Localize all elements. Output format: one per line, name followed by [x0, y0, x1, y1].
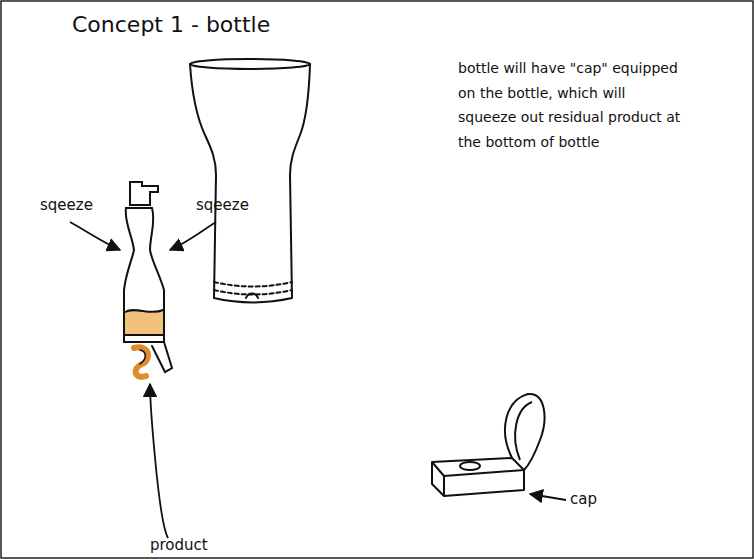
squeeze-arrow [170, 222, 216, 250]
product-arrow [150, 384, 168, 538]
cap-edge [443, 476, 445, 496]
sketch-title: Concept 1 - bottle [72, 12, 270, 38]
cap-base [432, 462, 524, 496]
residual-product [125, 310, 163, 335]
cap-line [214, 282, 292, 287]
large-bottle [190, 59, 310, 303]
cap-arrow [530, 494, 566, 500]
squeeze-arrow [70, 222, 120, 250]
product-level [125, 310, 163, 312]
cap-lid [505, 394, 544, 470]
design-note: bottle will have "cap" equipped on the b… [458, 56, 688, 154]
bottle-body [190, 64, 310, 303]
cap-label: cap [570, 490, 630, 508]
product-label: product [150, 536, 240, 554]
bottom-cap [124, 335, 164, 342]
open-flap [152, 342, 172, 372]
product-drip [134, 347, 148, 376]
product-drip [140, 350, 145, 364]
cap-top-face [432, 458, 524, 476]
cap-lid-inner [515, 402, 532, 460]
cap-illustration [432, 394, 544, 496]
bottle-rim [190, 59, 310, 69]
squeezed-bottle [124, 182, 172, 377]
bottle-top-cap [130, 182, 158, 205]
cap-opening [460, 462, 480, 470]
cap-nub [246, 294, 258, 299]
squeeze-label: sqeeze [40, 196, 120, 214]
bottle-body [124, 208, 164, 335]
squeeze-label: sqeeze [196, 196, 276, 214]
